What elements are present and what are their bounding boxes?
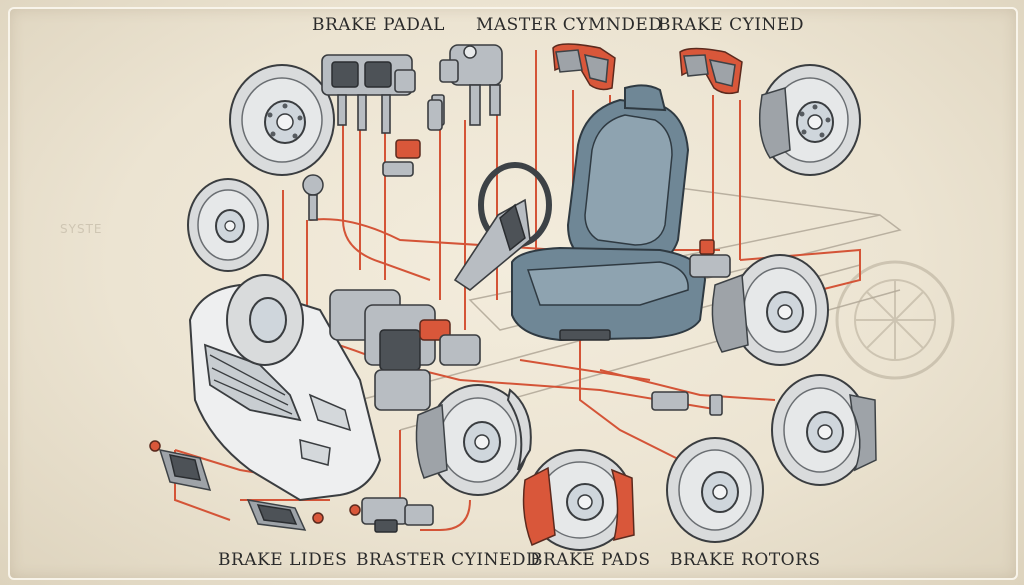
label-brake-cylinder: BRAKE CYINED	[658, 15, 804, 35]
label-brake-pads: BRAKE PADS	[530, 550, 651, 570]
seat-icon	[511, 84, 707, 342]
label-brake-rotors: BRAKE ROTORS	[670, 550, 821, 570]
steering-wheel-icon	[453, 162, 552, 291]
wheel-icon	[835, 260, 955, 380]
label-brake-lides: BRAKE LIDES	[218, 550, 348, 570]
frame-border	[8, 7, 1018, 580]
brake-pad-icon	[552, 43, 616, 91]
brake-caliper-icon	[522, 449, 635, 551]
ghost-text: SYSTE	[60, 222, 103, 236]
brake-pedal-icon	[321, 54, 416, 134]
brake-pad-icon	[679, 47, 743, 95]
brake-caliper-icon	[349, 497, 434, 533]
brake-rotor-icon	[666, 437, 764, 543]
valve-icon	[302, 99, 443, 221]
master-cylinder-icon	[431, 44, 503, 126]
brake-rotor-icon	[229, 64, 335, 176]
brake-caliper-icon	[226, 274, 481, 411]
brake-rotor-icon	[415, 384, 532, 496]
label-brake-pedal: BRAKE PADAL	[312, 15, 445, 35]
label-master-cylinder: MASTER CYMNDED	[476, 15, 663, 35]
brake-rotor-icon	[651, 374, 877, 486]
brake-rotor-icon	[758, 64, 861, 176]
label-braster-cylinder: BRASTER CYINEDD	[356, 550, 541, 570]
brake-pad-icon	[149, 440, 324, 531]
brake-rotor-icon	[187, 178, 269, 272]
brake-rotor-icon	[689, 239, 829, 366]
